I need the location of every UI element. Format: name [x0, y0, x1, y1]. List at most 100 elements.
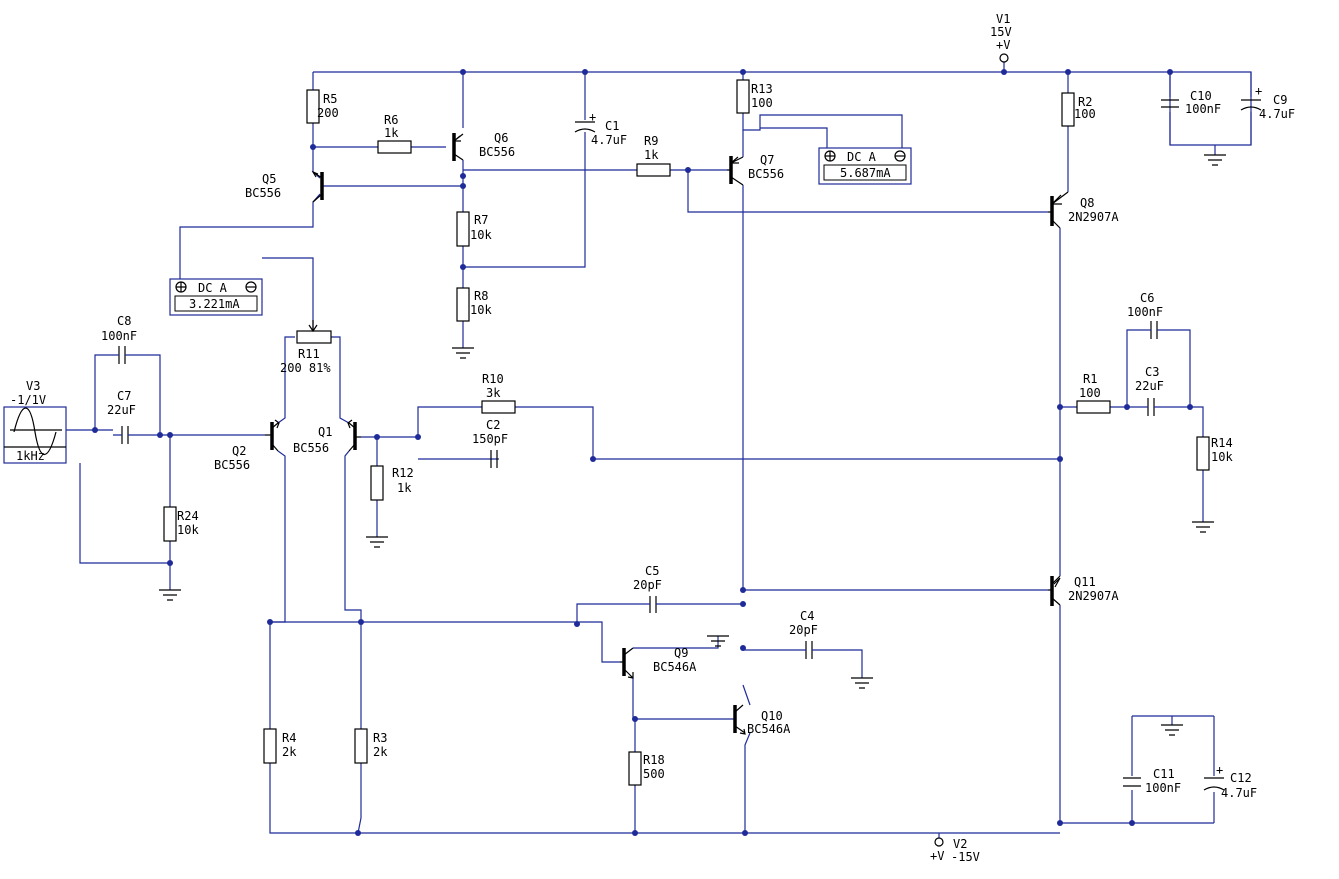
c7-value: 22uF	[107, 403, 136, 417]
r18-value: 500	[643, 767, 665, 781]
transistor-q11[interactable]	[1048, 575, 1061, 606]
ground-icon	[366, 536, 388, 548]
transistor-q6[interactable]	[452, 133, 464, 161]
r11-name: R11	[298, 347, 320, 361]
q1-part: BC556	[293, 441, 329, 455]
r9-value: 1k	[644, 148, 659, 162]
c3-value: 22uF	[1135, 379, 1164, 393]
r11-value: 200 81%	[280, 361, 331, 375]
transistor-symbols	[265, 133, 1069, 735]
resistor-r7[interactable]	[456, 211, 470, 247]
r3-value: 2k	[373, 745, 388, 759]
r1-value: 100	[1079, 386, 1101, 400]
r3-name: R3	[373, 731, 387, 745]
c10-name: C10	[1190, 89, 1212, 103]
resistor-r24[interactable]	[163, 506, 177, 542]
r5-value: 200	[317, 106, 339, 120]
capacitor-c12[interactable]	[1203, 777, 1225, 791]
capacitor-c7[interactable]	[113, 426, 137, 444]
resistor-r5[interactable]	[306, 89, 320, 124]
c12-name: C12	[1230, 771, 1252, 785]
q10-part: BC546A	[747, 722, 791, 736]
transistor-q7[interactable]	[727, 156, 744, 186]
ground-icon	[1192, 521, 1214, 533]
transistor-q1[interactable]	[347, 419, 361, 452]
potentiometer-r11[interactable]	[296, 330, 332, 344]
r13-value: 100	[751, 96, 773, 110]
capacitor-c11[interactable]	[1123, 777, 1141, 787]
q5-name: Q5	[262, 172, 276, 186]
r10-value: 3k	[486, 386, 501, 400]
c5-value: 20pF	[633, 578, 662, 592]
q7-part: BC556	[748, 167, 784, 181]
resistor-r3[interactable]	[354, 728, 368, 764]
resistor-r18[interactable]	[628, 751, 642, 786]
q10-name: Q10	[761, 709, 783, 723]
capacitor-c10[interactable]	[1161, 99, 1179, 108]
v1-terminal[interactable]	[999, 53, 1009, 63]
q7-name: Q7	[760, 153, 774, 167]
r12-name: R12	[392, 466, 414, 480]
c1-value: 4.7uF	[591, 133, 627, 147]
q9-part: BC546A	[653, 660, 697, 674]
r5-name: R5	[323, 92, 337, 106]
capacitor-c5[interactable]	[647, 596, 660, 613]
resistor-r2[interactable]	[1061, 92, 1075, 127]
transistor-q8[interactable]	[1048, 191, 1069, 229]
q11-part: 2N2907A	[1068, 589, 1119, 603]
v2-name: V2	[953, 837, 967, 851]
meter2-label: DC A	[847, 150, 877, 164]
meter1-label: DC A	[198, 281, 228, 295]
capacitor-c6[interactable]	[1145, 321, 1163, 339]
v2-label: +V	[930, 849, 944, 863]
r7-name: R7	[474, 213, 488, 227]
resistor-r8[interactable]	[456, 287, 470, 322]
meter1-reading: 3.221mA	[189, 297, 240, 311]
transistor-q2[interactable]	[265, 419, 280, 452]
ground-icon	[452, 345, 474, 359]
capacitor-c8[interactable]	[113, 346, 131, 364]
resistor-r10[interactable]	[481, 400, 516, 414]
c6-value: 100nF	[1127, 305, 1163, 319]
resistor-r6[interactable]	[377, 140, 412, 154]
polarity-c12: +	[1216, 763, 1223, 777]
c5-name: C5	[645, 564, 659, 578]
r14-value: 10k	[1211, 450, 1233, 464]
resistor-r1[interactable]	[1076, 400, 1111, 414]
q1-name: Q1	[318, 425, 332, 439]
transistor-q9[interactable]	[620, 647, 634, 679]
capacitor-c9[interactable]	[1240, 99, 1262, 111]
resistor-r4[interactable]	[263, 728, 277, 764]
resistor-r13[interactable]	[736, 79, 750, 114]
capacitor-c4[interactable]	[800, 641, 818, 659]
ammeter-1[interactable]	[169, 278, 263, 316]
resistor-r9[interactable]	[636, 163, 671, 177]
c8-name: C8	[117, 314, 131, 328]
v3-source[interactable]	[3, 406, 67, 464]
q6-part: BC556	[479, 145, 515, 159]
r4-name: R4	[282, 731, 296, 745]
r14-name: R14	[1211, 436, 1233, 450]
resistor-r12[interactable]	[370, 465, 384, 501]
capacitor-c2[interactable]	[490, 450, 498, 468]
ground-icon	[851, 677, 873, 689]
v2-terminal[interactable]	[934, 837, 944, 847]
capacitor-symbols: + + +	[113, 84, 1262, 791]
v2-value: -15V	[951, 850, 980, 864]
capacitor-c1[interactable]	[574, 121, 596, 133]
q2-part: BC556	[214, 458, 250, 472]
c11-name: C11	[1153, 767, 1175, 781]
meter2-reading: 5.687mA	[840, 166, 891, 180]
r10-name: R10	[482, 372, 504, 386]
transistor-q5[interactable]	[311, 170, 324, 203]
transistor-q10[interactable]	[733, 704, 746, 735]
capacitor-c3[interactable]	[1140, 398, 1162, 416]
junctions	[92, 69, 1193, 836]
ammeter-2[interactable]	[818, 147, 912, 185]
r18-name: R18	[643, 753, 665, 767]
resistor-r14[interactable]	[1196, 436, 1210, 471]
polarity-c1: +	[589, 110, 596, 124]
r6-name: R6	[384, 113, 398, 127]
polarity-c9: +	[1255, 84, 1262, 98]
c11-value: 100nF	[1145, 781, 1181, 795]
